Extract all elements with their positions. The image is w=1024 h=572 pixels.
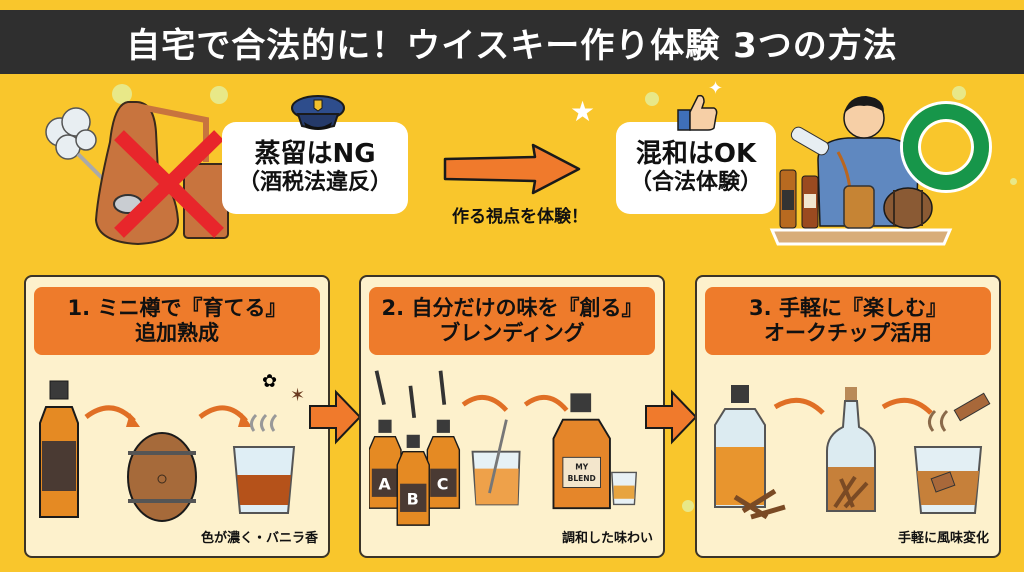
card-note: 色が濃く・バニラ香 bbox=[200, 531, 318, 546]
card-heading: 1. ミニ樽で『育てる』 追加熟成 bbox=[34, 287, 320, 355]
right-arrow-icon bbox=[309, 389, 362, 445]
decor-dot bbox=[210, 86, 228, 104]
glass-with-chip-icon bbox=[913, 392, 991, 514]
method-card-blending: 2. 自分だけの味を『創る』 ブレンディング A C bbox=[359, 275, 665, 558]
right-arrow-icon bbox=[645, 389, 698, 445]
card-note: 手軽に風味変化 bbox=[897, 531, 989, 546]
thumbs-up-icon bbox=[677, 94, 718, 131]
blending-steps-illustration: A C B bbox=[369, 370, 638, 526]
arrow-caption: 作る視点を体験！ bbox=[452, 207, 588, 227]
page-title: 自宅で合法的に！ウイスキー作り体験 3つの方法 bbox=[126, 25, 898, 66]
bottle-with-chips-icon bbox=[714, 385, 786, 520]
card-subtitle: オークチップ活用 bbox=[764, 321, 932, 345]
card-title: 2. 自分だけの味を『創る』 bbox=[381, 295, 643, 320]
card-title: 1. ミニ樽で『育てる』 bbox=[67, 295, 287, 320]
svg-text:A: A bbox=[378, 474, 391, 493]
ok-subtitle: （合法体験） bbox=[629, 170, 762, 196]
svg-text:B: B bbox=[407, 489, 419, 508]
ok-bubble: 混和はOK （合法体験） bbox=[616, 122, 776, 214]
red-x-icon bbox=[114, 130, 224, 238]
card-note: 調和した味わい bbox=[561, 531, 653, 546]
card-heading: 3. 手軽に『楽しむ』 オークチップ活用 bbox=[705, 287, 991, 355]
my-blend-bottle-icon: MY BLEND bbox=[552, 393, 638, 510]
barrel-icon bbox=[127, 432, 197, 522]
title-bar: 自宅で合法的に！ウイスキー作り体験 3つの方法 bbox=[0, 10, 1024, 74]
ng-subtitle: （酒税法違反） bbox=[237, 170, 392, 196]
police-cap-icon bbox=[291, 95, 345, 130]
infusing-bottle-icon bbox=[826, 387, 876, 512]
card-subtitle: ブレンディング bbox=[439, 321, 585, 345]
star-icon: ✦ bbox=[708, 78, 724, 99]
svg-text:C: C bbox=[437, 474, 449, 493]
green-circle-icon bbox=[903, 104, 989, 190]
svg-text:✿: ✿ bbox=[262, 371, 277, 392]
beaker-stir-icon bbox=[471, 419, 521, 506]
glass-with-aroma-icon: ✿ ✶ bbox=[232, 371, 305, 514]
svg-text:MY: MY bbox=[575, 463, 588, 472]
aging-steps-illustration: ✿ ✶ bbox=[39, 371, 305, 522]
card-heading: 2. 自分だけの味を『創る』 ブレンディング bbox=[369, 287, 655, 355]
copper-still-icon bbox=[45, 101, 229, 246]
decor-dot bbox=[112, 84, 132, 104]
right-arrow-icon bbox=[443, 143, 581, 195]
card-subtitle: 追加熟成 bbox=[135, 321, 219, 345]
ng-title: 蒸留はNG bbox=[254, 139, 376, 170]
dropper-bottles-icon: A C B bbox=[369, 370, 461, 526]
svg-text:✶: ✶ bbox=[290, 385, 305, 406]
whisky-bottle-icon bbox=[39, 380, 79, 518]
decor-dot bbox=[645, 92, 659, 106]
decor-dot bbox=[1010, 178, 1017, 185]
star-icon: ★ bbox=[570, 95, 596, 128]
decor-dot bbox=[952, 86, 966, 100]
method-card-aging: 1. ミニ樽で『育てる』 追加熟成 ✿ ✶ 色が濃く・バニラ香 bbox=[24, 275, 330, 558]
svg-text:BLEND: BLEND bbox=[568, 474, 596, 483]
decor-dot bbox=[682, 500, 694, 512]
card-title: 3. 手軽に『楽しむ』 bbox=[749, 295, 947, 320]
method-card-oak-chips: 3. 手軽に『楽しむ』 オークチップ活用 手軽に風味変化 bbox=[695, 275, 1001, 558]
oak-chip-steps-illustration bbox=[714, 385, 991, 520]
ng-bubble: 蒸留はNG （酒税法違反） bbox=[222, 122, 408, 214]
ok-title: 混和はOK bbox=[635, 139, 757, 170]
man-pouring-icon bbox=[769, 96, 953, 246]
